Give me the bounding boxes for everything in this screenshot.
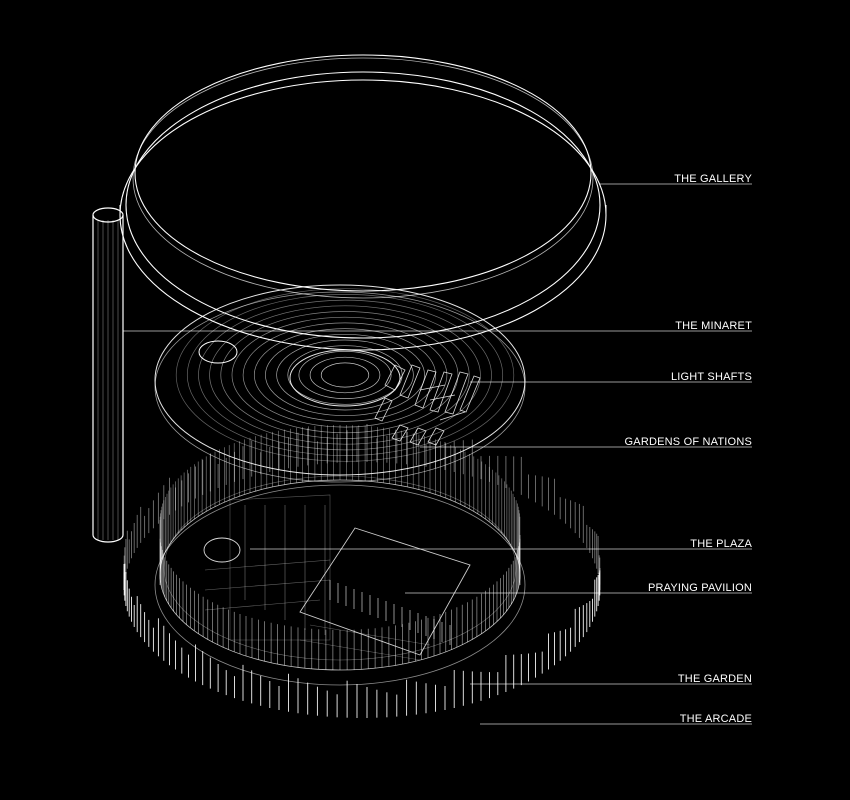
gardens-of-nations-disc (154, 284, 526, 483)
plaza-plan (203, 494, 471, 661)
light-shafts (374, 364, 481, 446)
garden-ring (242, 322, 448, 428)
label-praying-pavilion: PRAYING PAVILION (647, 582, 752, 594)
disc-edge (154, 284, 526, 476)
arcade-columns (123, 424, 601, 718)
label-light-shafts: LIGHT SHAFTS (670, 371, 752, 383)
label-the-garden: THE GARDEN (677, 673, 752, 685)
garden-ring (253, 328, 437, 422)
leader-lines (123, 183, 752, 725)
garden-ring (220, 311, 470, 439)
label-the-plaza: THE PLAZA (690, 538, 752, 550)
rear-wall-columns (159, 425, 521, 670)
gallery-ring (119, 54, 607, 351)
praying-pavilion-columns (329, 580, 451, 645)
label-gardens-of-nations: GARDENS OF NATIONS (624, 436, 752, 448)
minaret-fluting (97, 220, 119, 540)
garden-ring (175, 288, 515, 462)
minaret-cylinder (92, 207, 238, 543)
garden-ring (265, 333, 425, 417)
garden-ring (320, 362, 370, 388)
label-the-arcade: THE ARCADE (679, 713, 752, 725)
disc-edge-lower (154, 291, 526, 483)
garden-ring (209, 305, 481, 445)
garden-ring (287, 345, 403, 405)
garden-ring (298, 351, 392, 399)
label-the-gallery: THE GALLERY (674, 173, 752, 185)
garden-ring (198, 299, 492, 451)
garden-ring (231, 316, 459, 434)
garden-ring (309, 356, 381, 394)
central-court (289, 349, 401, 407)
label-the-minaret: THE MINARET (675, 320, 752, 332)
garden-ring (276, 339, 414, 411)
garden-ring (186, 294, 504, 456)
